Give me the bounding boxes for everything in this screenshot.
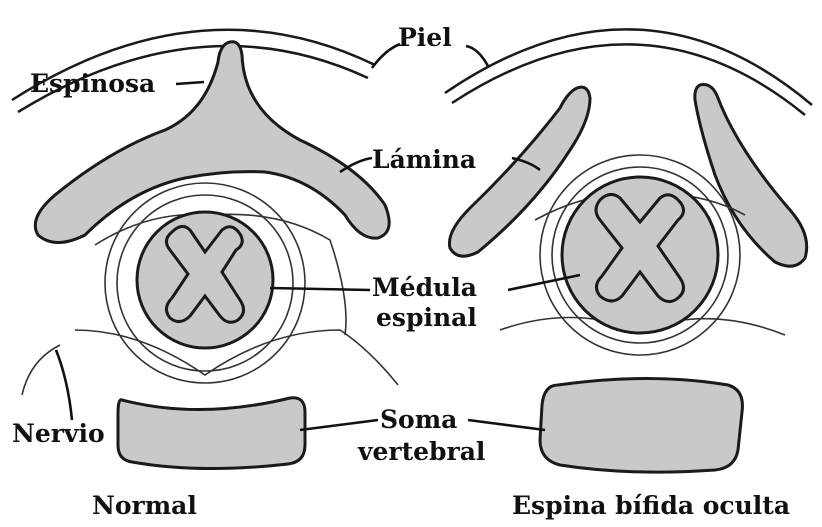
label-cord-2: espinal: [376, 303, 477, 332]
leader-skin-right: [466, 46, 488, 66]
leader-skin-left: [372, 44, 400, 68]
skin-right-inner: [452, 44, 805, 115]
leader-lines: [56, 44, 580, 430]
nerve-normal: [22, 345, 60, 395]
spina-bifida-vertebra: [445, 29, 812, 472]
skin-right: [445, 29, 812, 105]
label-cord-1: Médula: [372, 273, 477, 302]
leader-body-left: [300, 420, 378, 430]
caption-normal: Normal: [92, 491, 197, 520]
label-skin: Piel: [398, 23, 452, 52]
label-lamina: Lámina: [372, 145, 476, 174]
label-body-1: Soma: [380, 405, 457, 434]
label-body-2: vertebral: [357, 437, 485, 466]
leader-body-right: [468, 420, 545, 430]
vertebral-body-normal: [118, 398, 305, 469]
label-nerve: Nervio: [12, 419, 105, 448]
caption-spina-bifida: Espina bífida oculta: [512, 491, 790, 520]
leader-nerve: [56, 350, 72, 420]
leader-spinous: [176, 82, 204, 84]
captions: Normal Espina bífida oculta: [92, 491, 790, 520]
leader-cord-left: [270, 288, 370, 290]
label-spinous: Espinosa: [30, 69, 155, 98]
vertebral-body-bifid: [540, 379, 742, 473]
